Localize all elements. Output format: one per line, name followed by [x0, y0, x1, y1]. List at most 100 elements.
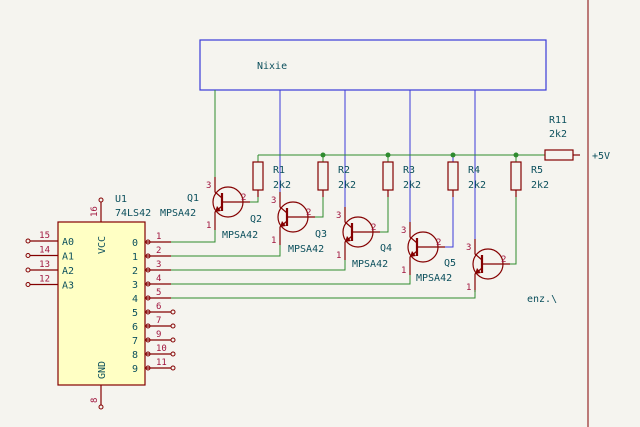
base-pin-number: 2 — [306, 208, 311, 218]
pin-name: A1 — [62, 252, 74, 263]
emitter-pin-number: 1 — [271, 236, 276, 246]
base-pin-number: 2 — [371, 223, 376, 233]
collector-pin-number: 3 — [206, 181, 211, 191]
pin-number: 10 — [156, 344, 167, 354]
pin-number: 6 — [156, 302, 161, 312]
pin-number: 5 — [156, 288, 161, 298]
resistor-r3[interactable] — [382, 161, 394, 197]
power-label: +5V — [592, 151, 610, 162]
q1-base-wire — [250, 197, 259, 203]
q2-base-wire — [315, 197, 324, 218]
pin-number: 14 — [39, 246, 50, 256]
u1-value: 74LS42 — [115, 208, 151, 219]
pin-name: 5 — [132, 308, 138, 319]
u1-output-pin-4[interactable]: 54 — [132, 288, 171, 305]
pin-number: 2 — [156, 246, 161, 256]
r3-value: 2k2 — [403, 180, 421, 191]
pin-name: 4 — [132, 294, 138, 305]
pin-name: 3 — [132, 280, 138, 291]
pin-number: 13 — [39, 260, 50, 270]
u1-output-pin-7[interactable]: 97 — [132, 330, 176, 347]
nixie-label: Nixie — [257, 61, 287, 72]
junction — [513, 152, 519, 158]
note-text: enz.\ — [527, 294, 557, 305]
out2-wire — [160, 260, 346, 271]
r4-ref: R4 — [468, 165, 480, 176]
emitter-pin-number: 1 — [466, 283, 471, 293]
pin-name: 7 — [132, 336, 138, 347]
transistor-value: MPSA42 — [160, 208, 196, 219]
resistor-r5[interactable] — [510, 161, 522, 197]
emitter-pin-number: 1 — [206, 221, 211, 231]
r1-value: 2k2 — [273, 180, 291, 191]
pin-number: 1 — [156, 232, 161, 242]
transistor-ref: Q2 — [250, 214, 262, 225]
u1-output-pin-9[interactable]: 119 — [132, 358, 176, 375]
transistor-value: MPSA42 — [288, 244, 324, 255]
u1-gnd-pinnum: 8 — [90, 398, 100, 403]
resistor-r11[interactable] — [544, 149, 574, 161]
base-pin-number: 2 — [501, 255, 506, 265]
transistor-ref: Q3 — [315, 229, 327, 240]
pin-name: 6 — [132, 322, 138, 333]
transistor-ref: Q1 — [187, 193, 199, 204]
pin-number: 7 — [156, 316, 161, 326]
u1-output-pin-6[interactable]: 76 — [132, 316, 176, 333]
u1-gnd-label: GND — [97, 361, 108, 379]
pin-name: A2 — [62, 266, 74, 277]
collector-pin-number: 3 — [401, 226, 406, 236]
resistor-r1[interactable] — [252, 161, 264, 197]
u1-output-pin-3[interactable]: 43 — [132, 274, 171, 291]
base-pin-number: 2 — [436, 238, 441, 248]
u1-output-pin-0[interactable]: 10 — [132, 232, 171, 249]
r11-ref: R11 — [549, 115, 567, 126]
resistor-r4[interactable] — [447, 161, 459, 197]
transistor-ref: Q5 — [444, 258, 456, 269]
u1-output-pin-5[interactable]: 65 — [132, 302, 176, 319]
pin-name: 1 — [132, 252, 138, 263]
pin-number: 3 — [156, 260, 161, 270]
emitter-pin-number: 1 — [401, 266, 406, 276]
collector-pin-number: 3 — [466, 243, 471, 253]
pin-name: A0 — [62, 237, 74, 248]
pin-name: 2 — [132, 266, 138, 277]
u1-vcc-pinnum: 16 — [90, 206, 100, 217]
collector-pin-number: 3 — [336, 211, 341, 221]
r4-value: 2k2 — [468, 180, 486, 191]
pin-name: 8 — [132, 350, 138, 361]
q4-base-wire — [445, 197, 454, 248]
collector-pin-number: 3 — [271, 196, 276, 206]
pin-number: 15 — [39, 231, 50, 241]
u1-output-pin-8[interactable]: 10 8 — [132, 344, 176, 361]
q5-base-wire — [510, 197, 517, 265]
out3-wire — [160, 275, 411, 285]
transistor-ref: Q4 — [380, 243, 392, 254]
out0-wire — [160, 230, 216, 243]
u1-output-pin-1[interactable]: 21 — [132, 246, 171, 263]
out4-wire — [160, 290, 476, 299]
u1-vcc-label: VCC — [97, 236, 108, 254]
pin-name: 0 — [132, 238, 138, 249]
u1-body[interactable] — [57, 221, 146, 386]
out1-wire — [160, 245, 281, 257]
u1-ref: U1 — [115, 194, 127, 205]
resistor-r2[interactable] — [317, 161, 329, 197]
emitter-pin-number: 1 — [336, 251, 341, 261]
pin-number: 11 — [156, 358, 167, 368]
transistor-value: MPSA42 — [416, 273, 452, 284]
base-pin-number: 2 — [241, 193, 246, 203]
junction — [385, 152, 391, 158]
nixie-box[interactable] — [199, 39, 547, 91]
pin-number: 9 — [156, 330, 161, 340]
u1-output-pin-2[interactable]: 32 — [132, 260, 171, 277]
